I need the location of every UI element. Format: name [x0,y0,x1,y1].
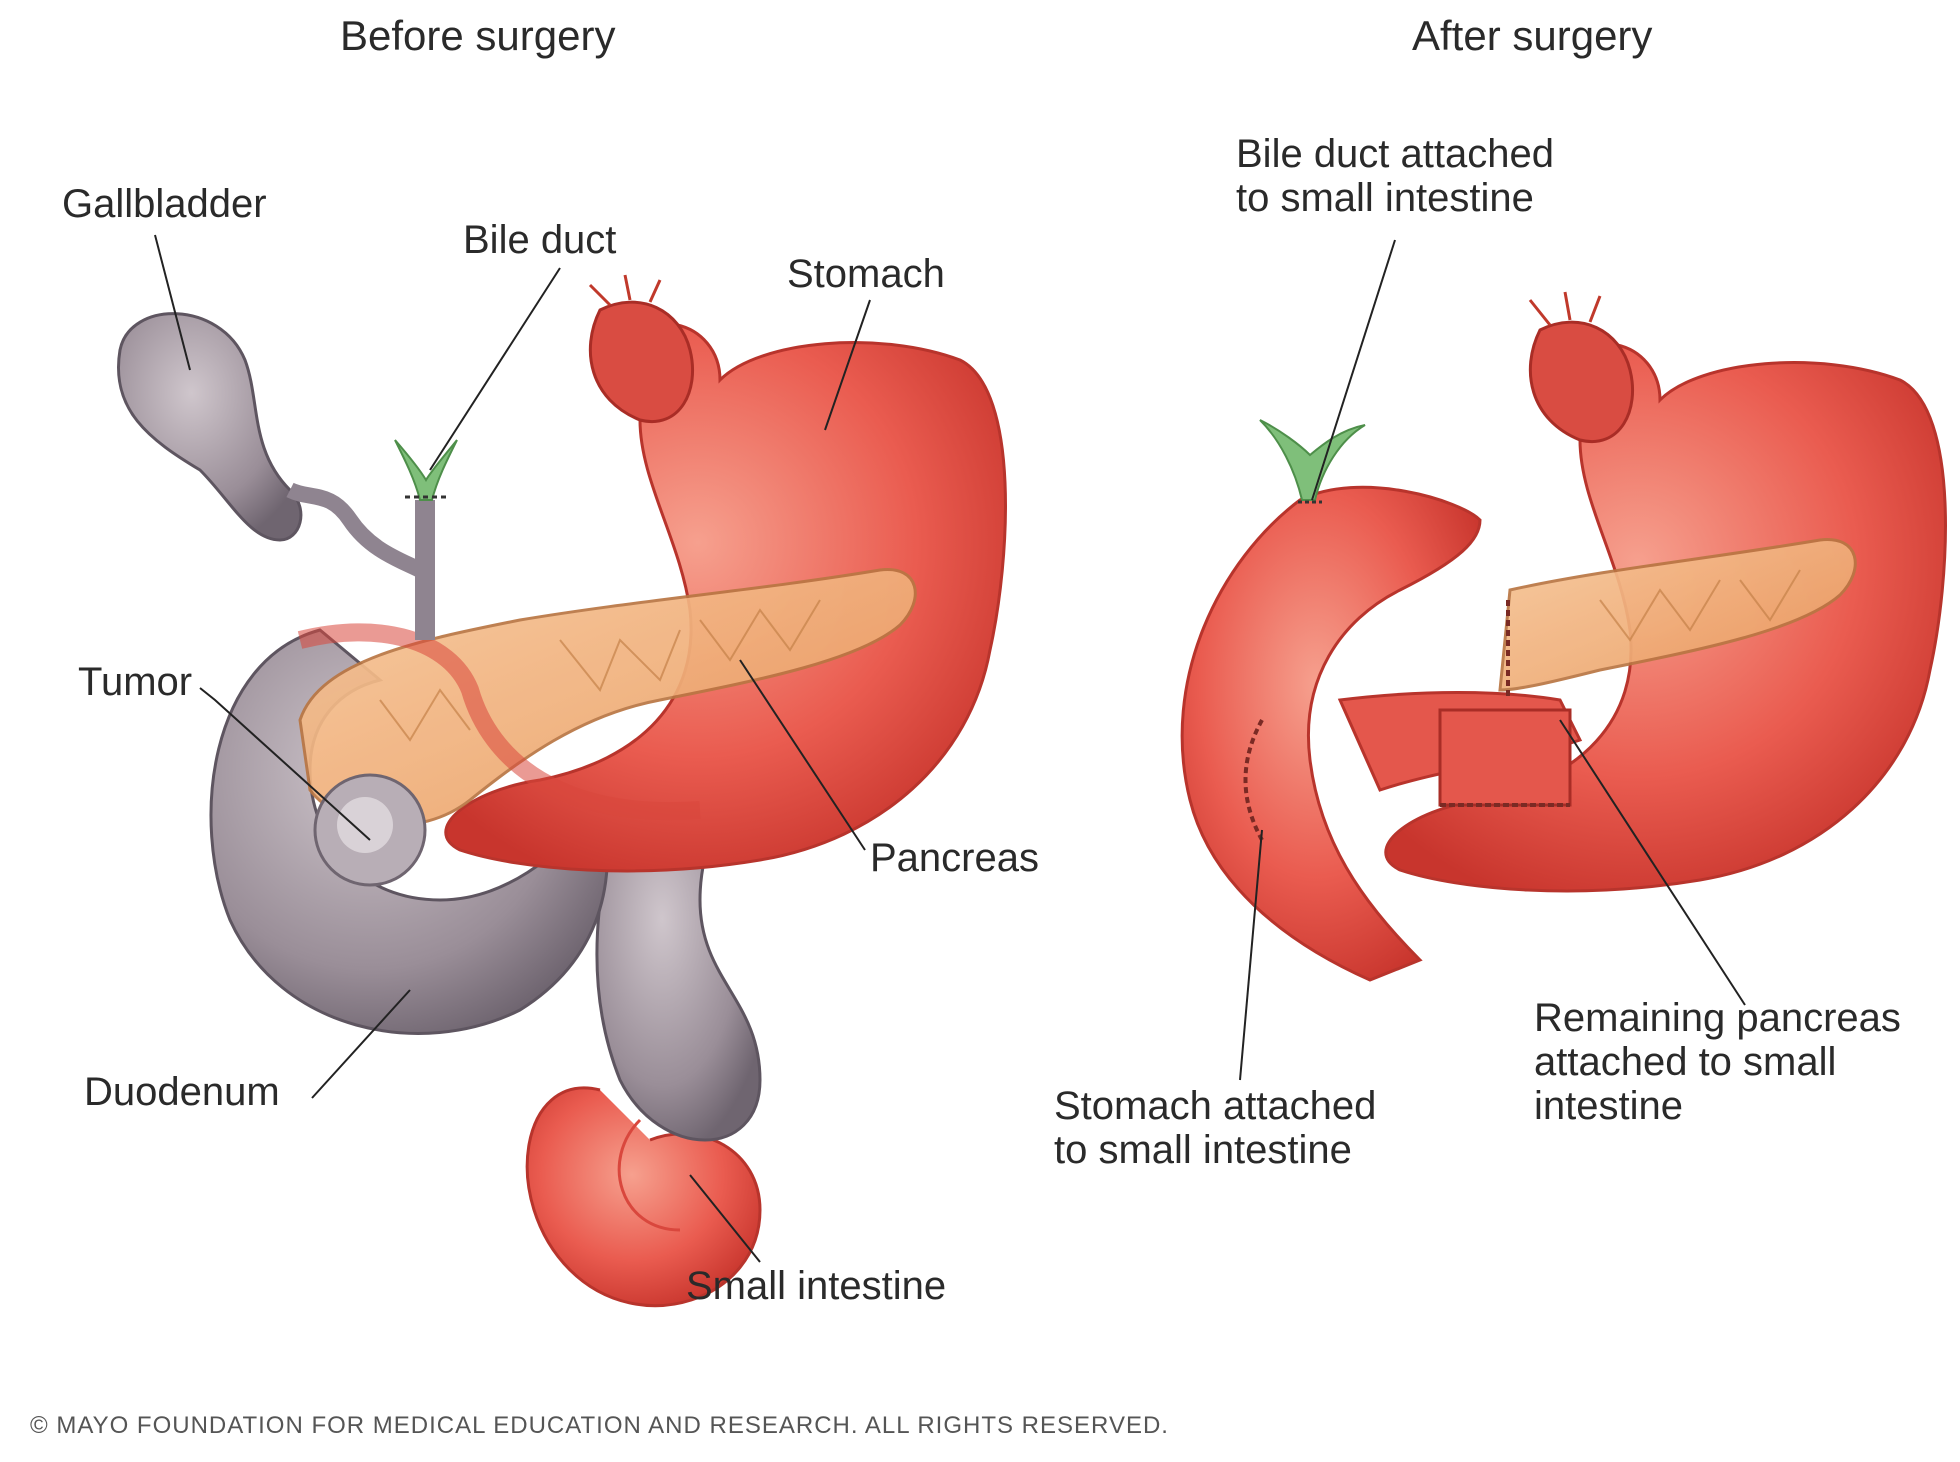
pancreas-shape [298,568,917,827]
small-intestine-label: Small intestine [686,1264,947,1308]
stomach-label: Stomach [787,252,945,296]
jejunum [595,798,762,1142]
bile-duct-leader [429,267,561,471]
small-intestine-loop [525,1086,762,1308]
tumor-leader [199,687,371,841]
cystic-duct [286,482,424,578]
bile-duct-attached-label: Bile duct attached to small intestine [1236,132,1554,220]
stomach-leader [824,299,871,431]
stomach-attached-leader [1239,829,1263,1081]
greater-curvature [297,623,701,821]
duodenum-label: Duodenum [84,1070,280,1114]
bile-duct-label: Bile duct [463,218,617,262]
after-surgery-title: After surgery [1412,12,1653,59]
gallbladder-label: Gallbladder [62,182,267,226]
pancreas-attached-leader [1559,719,1746,1006]
after-surgery-illustration [1180,239,1947,1081]
gallbladder-shape [117,312,303,542]
bile-duct-stump-after [1259,419,1366,501]
copyright-credit: © MAYO FOUNDATION FOR MEDICAL EDUCATION … [30,1412,1169,1439]
small-intestine-leader [689,1174,761,1263]
pancreas-label: Pancreas [870,836,1039,880]
before-surgery-illustration [117,234,1007,1308]
esophagus-stump [588,300,695,423]
gallbladder-leader [154,234,191,371]
duodenum-leader [311,989,411,1099]
remaining-pancreas-label: Remaining pancreas attached to small int… [1534,996,1901,1128]
intestine-limb [1180,485,1482,982]
stomach-attached-label: Stomach attached to small intestine [1054,1084,1377,1172]
gastrojejunostomy-patch [1438,708,1572,807]
bile-duct-attached-leader [1311,239,1396,501]
tumor-label: Tumor [78,660,193,704]
before-surgery-panel: Before surgery Gallbladder Bile duct Sto… [62,12,1039,1308]
bile-duct-stump [394,439,458,501]
pancreas-leader [739,659,866,851]
esophagus-stump-after [1528,320,1635,443]
after-surgery-panel: After surgery Bile duct attached to smal… [1040,0,1960,1400]
before-surgery-title: Before surgery [340,12,616,59]
